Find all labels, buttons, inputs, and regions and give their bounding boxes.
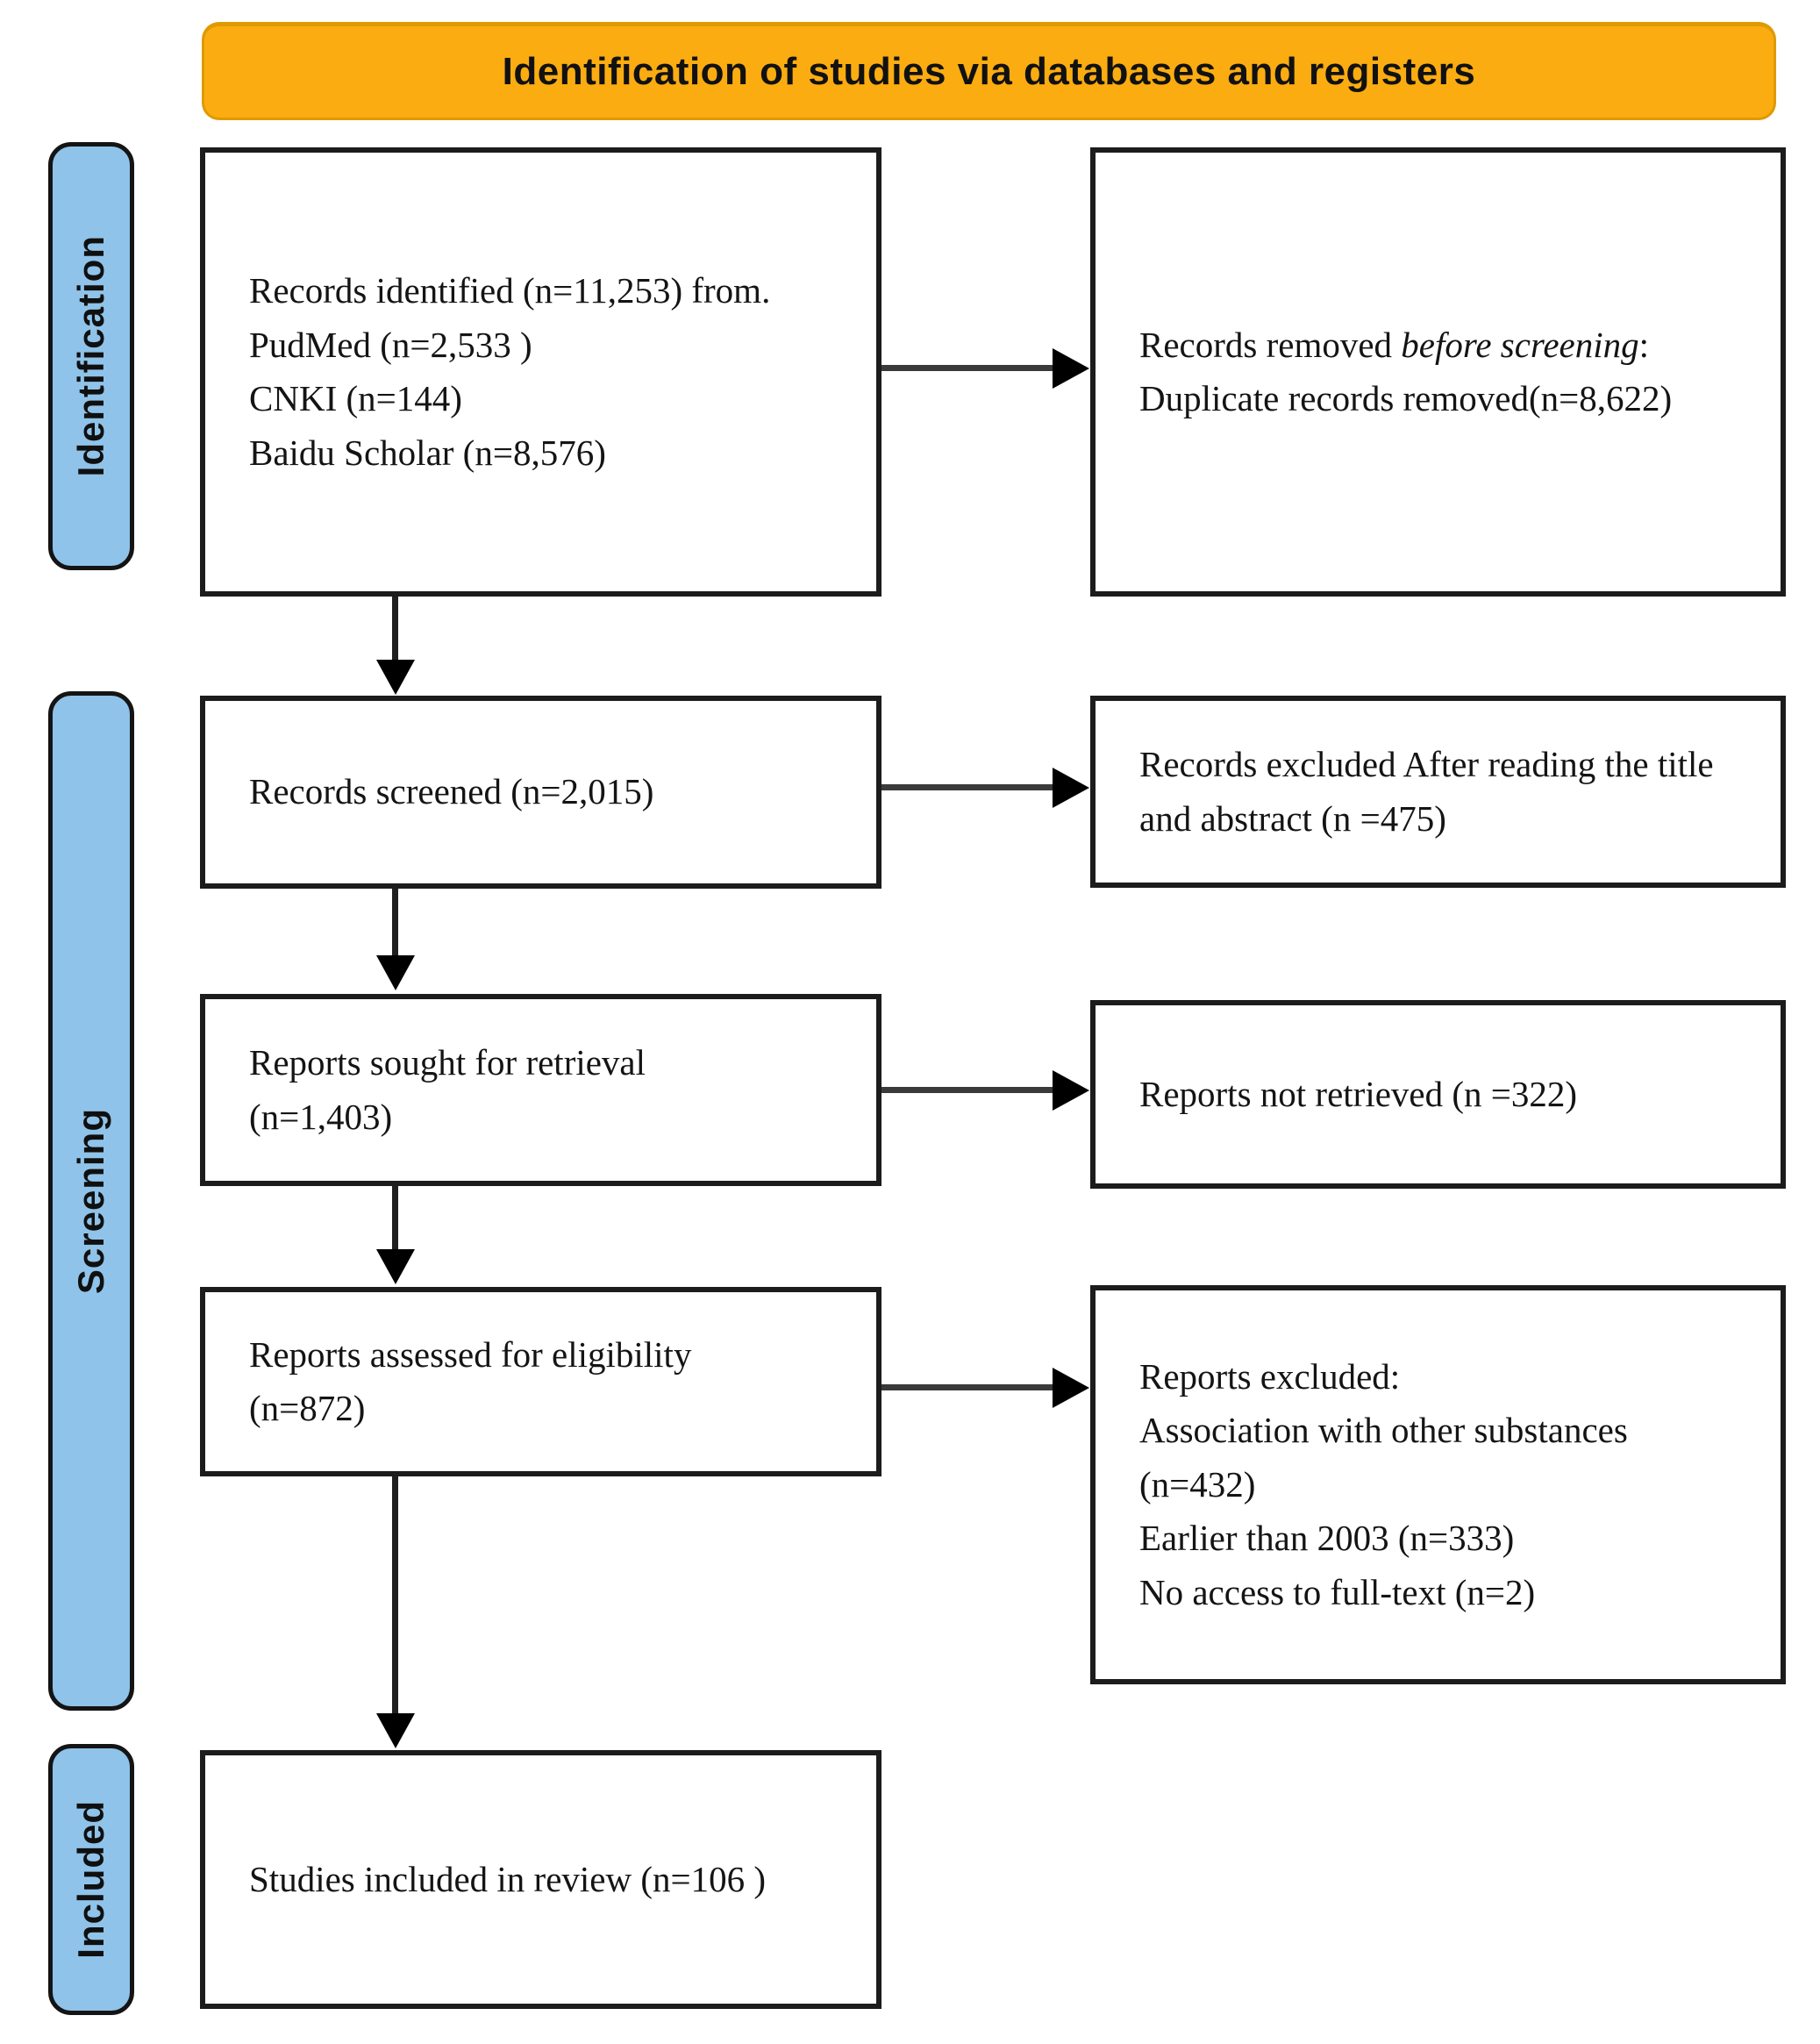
italic-phrase: before screening <box>1401 324 1639 365</box>
arrow-identified-to-removed <box>881 365 1055 371</box>
text-line: CNKI (n=144) <box>249 378 462 418</box>
text-line: Records removed before screening: <box>1139 324 1650 365</box>
text-line: Earlier than 2003 (n=333) <box>1139 1518 1515 1559</box>
text-line: Duplicate records removed(n=8,622) <box>1139 378 1673 418</box>
arrow-screened-to-sought <box>392 889 398 959</box>
header-banner: Identification of studies via databases … <box>202 22 1776 120</box>
text-line: Reports not retrieved (n =322) <box>1139 1073 1578 1114</box>
text-line: Records screened (n=2,015) <box>249 771 654 812</box>
text-line: Reports excluded: <box>1139 1355 1401 1397</box>
text-line: Studies included in review (n=106 ) <box>249 1858 767 1899</box>
text-line: No access to full-text (n=2) <box>1139 1571 1536 1612</box>
box-reports-not-retrieved: Reports not retrieved (n =322) <box>1090 1000 1786 1189</box>
arrow-assessed-to-included <box>392 1476 398 1717</box>
text-line: (n=1,403) <box>249 1096 393 1137</box>
text-line: Reports sought for retrieval <box>249 1042 646 1083</box>
box-reports-excluded: Reports excluded: Association with other… <box>1090 1285 1786 1684</box>
arrow-assessed-to-reports-excluded <box>881 1384 1055 1390</box>
text-line: Baidu Scholar (n=8,576) <box>249 432 606 473</box>
text-line: (n=872) <box>249 1388 366 1428</box>
arrowhead-right-icon <box>1053 768 1089 808</box>
box-records-identified: Records identified (n=11,253) from. PudM… <box>200 147 881 597</box>
stage-ribbon-identification: Identification <box>48 142 134 570</box>
stage-ribbon-screening: Screening <box>48 691 134 1711</box>
stage-label-included: Included <box>70 1800 111 1959</box>
arrowhead-down-icon <box>376 660 415 695</box>
arrowhead-down-icon <box>376 1713 415 1748</box>
arrowhead-right-icon <box>1053 348 1089 389</box>
text-line: (n=432) <box>1139 1463 1256 1504</box>
text-line: Records excluded After reading the title… <box>1139 744 1714 839</box>
arrowhead-right-icon <box>1053 1070 1089 1111</box>
box-studies-included: Studies included in review (n=106 ) <box>200 1750 881 2009</box>
text-line: Association with other substances <box>1139 1410 1628 1451</box>
arrow-screened-to-excluded <box>881 784 1055 790</box>
box-records-screened: Records screened (n=2,015) <box>200 696 881 889</box>
box-reports-sought: Reports sought for retrieval (n=1,403) <box>200 994 881 1186</box>
text-line: PudMed (n=2,533 ) <box>249 324 532 365</box>
box-reports-assessed: Reports assessed for eligibility (n=872) <box>200 1287 881 1476</box>
arrow-sought-to-assessed <box>392 1186 398 1253</box>
text-line: Reports assessed for eligibility <box>249 1333 692 1375</box>
stage-ribbon-included: Included <box>48 1744 134 2015</box>
box-records-excluded: Records excluded After reading the title… <box>1090 696 1786 888</box>
diagram-title: Identification of studies via databases … <box>502 50 1476 93</box>
arrow-identified-to-screened <box>392 597 398 663</box>
box-records-removed: Records removed before screening: Duplic… <box>1090 147 1786 597</box>
arrowhead-down-icon <box>376 1249 415 1284</box>
text-line: Records identified (n=11,253) from. <box>249 270 771 311</box>
stage-label-identification: Identification <box>70 235 111 477</box>
arrowhead-down-icon <box>376 955 415 990</box>
stage-label-screening: Screening <box>70 1107 111 1295</box>
arrowhead-right-icon <box>1053 1368 1089 1408</box>
arrow-sought-to-not-retrieved <box>881 1087 1055 1093</box>
